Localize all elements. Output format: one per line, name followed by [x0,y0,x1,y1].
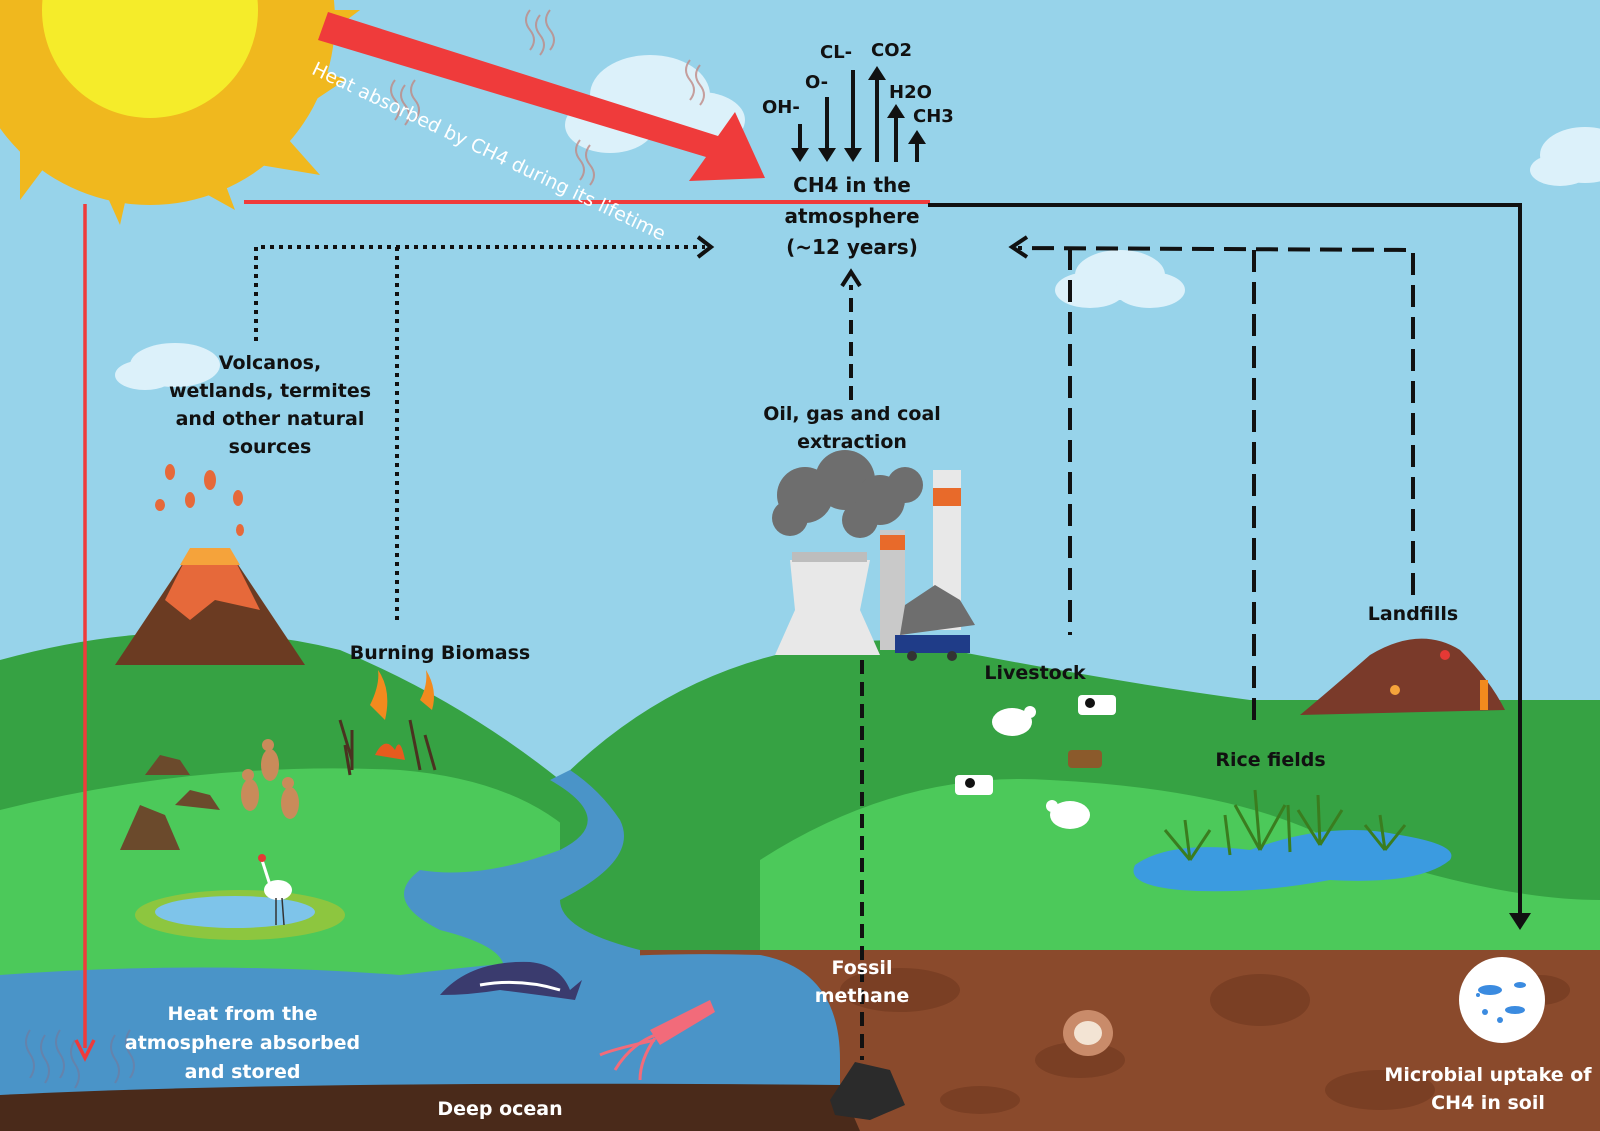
burning-tree-icon [338,670,437,776]
cloud-icon [1530,127,1600,186]
co2-label: CO2 [871,40,913,61]
deep-ocean-floor [0,1083,860,1131]
coal-icon [830,1062,905,1120]
natural-arrowhead [696,235,715,259]
power-plant-icon [772,450,961,655]
oh-down-arrowhead [791,148,809,162]
h2o-label: H2O [889,82,932,103]
heat-wave-icon [25,1029,135,1089]
co2-up-arrowhead [868,66,886,80]
ocean [0,954,840,1100]
atmosphere-line-2: atmosphere [784,204,920,228]
atmosphere-label: CH4 in the atmosphere (~12 years) [752,170,952,263]
soil-texture [840,968,1570,1114]
natural-sources-line-2: wetlands, termites [168,380,372,402]
extraction-label: Oil, gas and coal extraction [752,400,952,456]
anthropogenic-arrowhead [1008,235,1029,259]
fossil-methane-label: Fossil methane [802,954,922,1010]
landfill-icon [1300,638,1505,715]
microbial-uptake-line [928,203,1522,915]
extraction-line-2: extraction [797,431,907,453]
ocean-heat-line-3: and stored [184,1061,301,1083]
squid-icon [599,1000,715,1081]
fossil-methane-line-1: Fossil [831,957,893,979]
termite-mound-icon [120,755,220,850]
ocean-heat-line-1: Heat from the [167,1003,318,1025]
landfill-dashed-arrow [1017,246,1415,595]
ocean-heat-label: Heat from the atmosphere absorbed and st… [115,1000,370,1087]
extraction-arrowhead [840,268,862,288]
natural-sources-line-4: sources [228,436,312,458]
burning-biomass-label: Burning Biomass [349,642,531,664]
rice-fields-label: Rice fields [1215,749,1326,771]
microbial-line-2: CH4 in soil [1431,1092,1545,1114]
volcano-icon [115,464,305,665]
cl-down-arrowhead [844,148,862,162]
heat-wave-icon [390,9,705,186]
ocean-heat-line-2: atmosphere absorbed [124,1032,361,1054]
h2o-up-arrowhead [887,104,905,118]
livestock-label: Livestock [984,662,1086,684]
cl-label: CL- [820,42,853,63]
coal-cart-icon [895,585,975,661]
microbial-uptake-arrowhead [1509,913,1531,930]
rice-plant-icon [1133,789,1452,892]
crane-icon [135,854,345,940]
natural-sources-line-1: Volcanos, [218,352,322,374]
sheep-icon [992,706,1090,829]
natural-sources-label: Volcanos, wetlands, termites and other n… [160,349,380,461]
natural-sources-dotted-arrow [254,245,705,341]
landfills-label: Landfills [1367,603,1459,625]
microbial-uptake-label: Microbial uptake of CH4 in soil [1376,1061,1600,1117]
ch3-up-arrowhead [908,130,926,144]
fossil-methane-line-2: methane [814,985,910,1007]
ch3-label: CH3 [913,106,954,127]
sun-icon [0,0,360,225]
fossil-icon [1063,1010,1113,1056]
heat-absorbed-arrow [318,12,765,181]
microbe-icon [1459,957,1545,1043]
cow-icon [955,695,1116,795]
whale-icon [440,961,582,1000]
extraction-line-1: Oil, gas and coal [763,403,941,425]
o-label: O- [805,72,829,93]
natural-sources-line-3: and other natural [175,408,365,430]
kangaroo-icon [241,739,299,819]
heat-to-ocean-arrowhead [74,1039,96,1062]
atmosphere-line-3: (~12 years) [786,235,918,259]
river [360,770,760,1010]
cloud-icon [115,343,220,390]
deep-ocean-label: Deep ocean [437,1098,563,1120]
cloud-icon [1055,250,1185,308]
microbial-line-1: Microbial uptake of [1384,1064,1592,1086]
o-down-arrowhead [818,148,836,162]
oh-label: OH- [762,97,800,118]
atmosphere-line-1: CH4 in the [793,173,911,197]
